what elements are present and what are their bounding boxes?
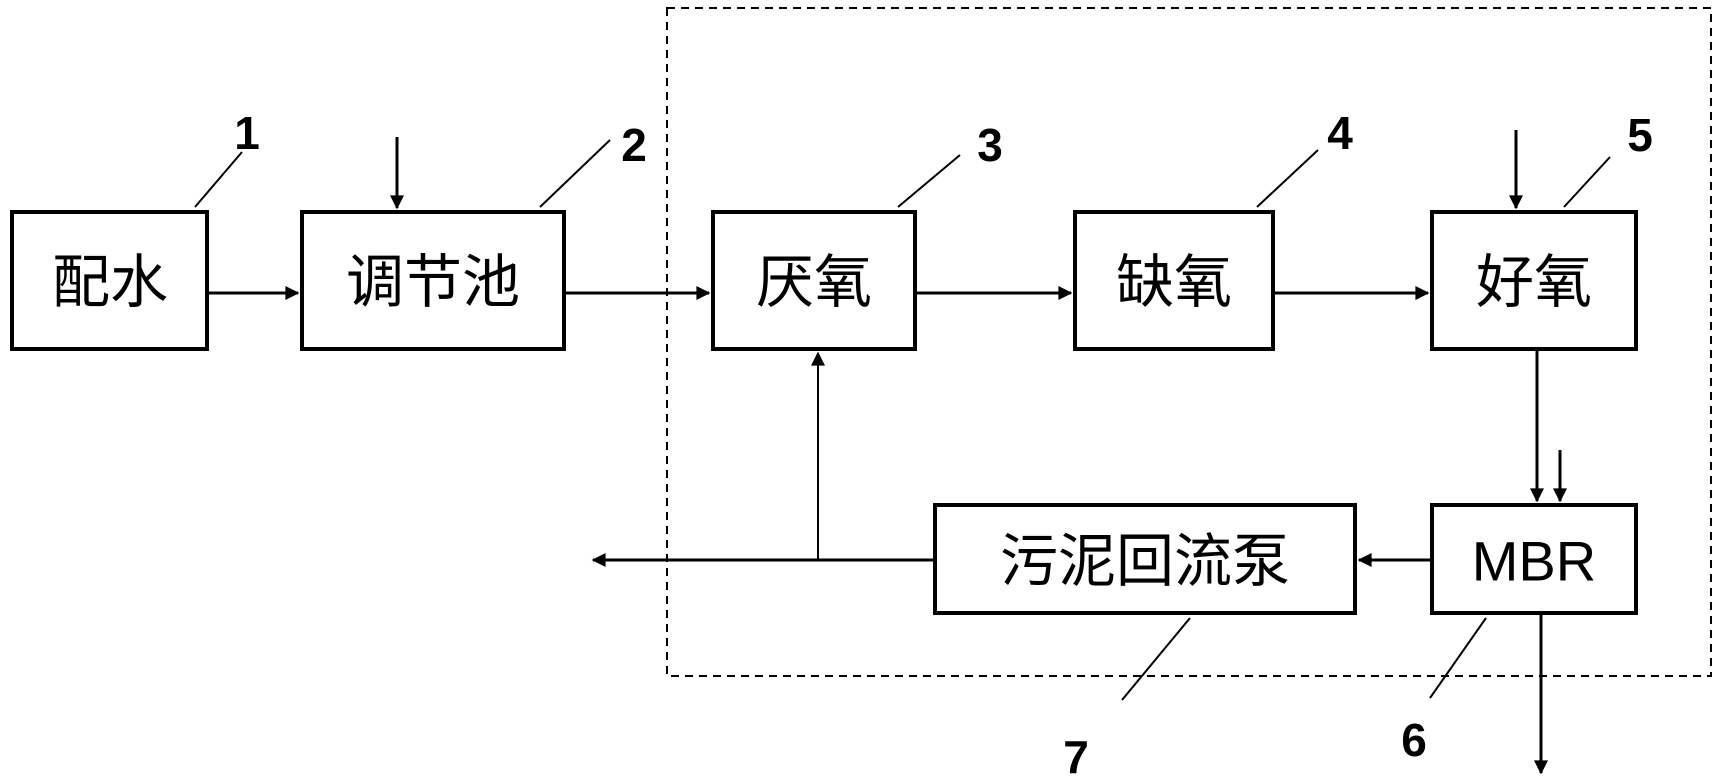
node-haoyang: 好氧 bbox=[1430, 210, 1638, 351]
leader-7 bbox=[1121, 617, 1191, 701]
node-peishui-label: 配水 bbox=[52, 248, 168, 316]
label-number-6: 6 bbox=[1401, 714, 1427, 766]
node-wunihuiliubeng: 污泥回流泵 bbox=[933, 503, 1357, 615]
label-number-3: 3 bbox=[977, 119, 1003, 171]
leader-5 bbox=[1563, 156, 1611, 208]
label-number-1: 1 bbox=[234, 107, 260, 159]
leader-6 bbox=[1429, 617, 1487, 699]
label-number-4: 4 bbox=[1327, 107, 1353, 159]
node-queyang: 缺氧 bbox=[1073, 210, 1275, 351]
node-mbr: MBR bbox=[1430, 503, 1638, 615]
leader-3 bbox=[897, 154, 961, 208]
leader-4 bbox=[1256, 149, 1319, 208]
node-yanyang-label: 厌氧 bbox=[756, 248, 872, 316]
node-haoyang-label: 好氧 bbox=[1476, 248, 1592, 316]
label-number-7: 7 bbox=[1063, 731, 1089, 781]
node-queyang-label: 缺氧 bbox=[1116, 248, 1232, 316]
node-tiaojiechi-label: 调节池 bbox=[346, 248, 520, 316]
label-number-5: 5 bbox=[1627, 109, 1653, 161]
leader-2 bbox=[539, 139, 611, 208]
system-boundary bbox=[666, 7, 1712, 677]
node-tiaojiechi: 调节池 bbox=[300, 210, 566, 351]
label-number-2: 2 bbox=[621, 119, 647, 171]
node-wunihuiliubeng-label: 污泥回流泵 bbox=[1000, 527, 1290, 595]
node-yanyang: 厌氧 bbox=[711, 210, 917, 351]
leader-1 bbox=[194, 151, 243, 208]
node-mbr-label: MBR bbox=[1472, 530, 1596, 593]
node-peishui: 配水 bbox=[10, 210, 209, 351]
